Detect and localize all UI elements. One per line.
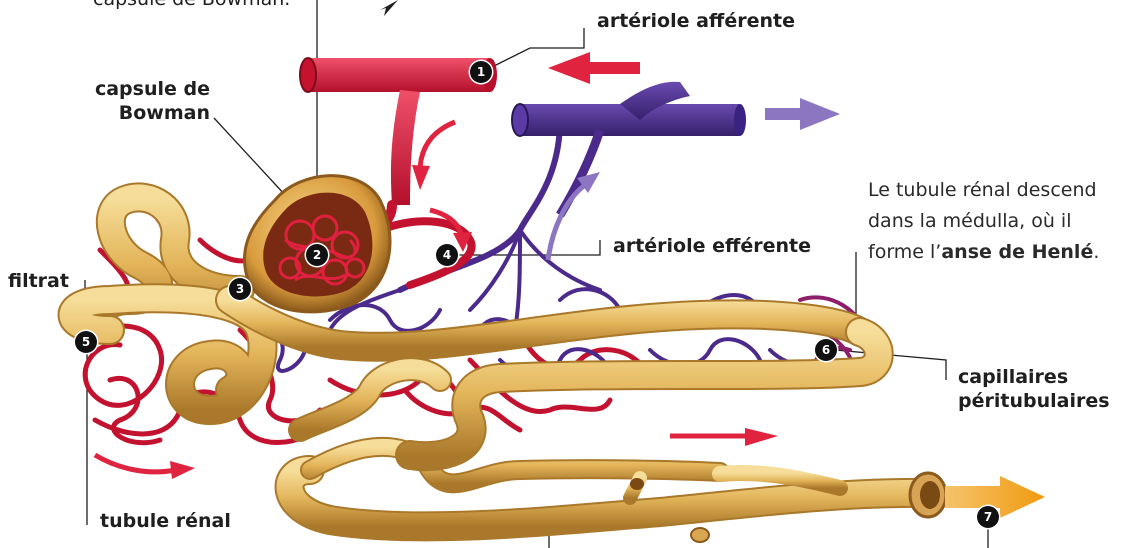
filtrat-label: filtrat [8,270,69,294]
arrow-in-afferent [548,52,640,84]
capillaires-line1: capillaires [958,366,1110,390]
badge-3: 3 [229,278,251,300]
henle-note-suffix: . [1093,241,1099,263]
arrow-curve-1-head [412,165,430,190]
collecting-duct [290,447,930,526]
duct-side-hole-2 [630,478,644,490]
leader-capsule [214,118,286,196]
henle-note-line2: dans la médulla, où il [868,206,1099,237]
arrow-out-vein [765,98,840,130]
duct-opening-inner [920,481,940,509]
capsule-de-bowman-label: capsule de Bowman [70,78,210,126]
badge-1: 1 [470,61,492,83]
henle-note-line3: forme l’anse de Henlé. [868,237,1099,268]
capsule-de-bowman-line2: Bowman [70,102,210,126]
arteriole-afferente-label: artériole afférente [597,10,795,34]
arrow-curve-1 [420,122,455,172]
badge-5: 5 [75,331,97,353]
tubule-renal-label: tubule rénal [100,510,231,534]
arrow-lower-right-head [745,428,778,446]
badge-7: 7 [977,506,999,528]
badge-6: 6 [815,339,837,361]
pointer-arrow [380,0,398,16]
capsule-de-bowman-line1: capsule de [70,78,210,102]
arrow-lower-left-head [170,461,195,479]
arrow-lower-left [95,455,175,472]
duct-side-hole [691,528,709,542]
badge-4: 4 [436,244,458,266]
henle-note: Le tubule rénal descend dans la médulla,… [868,175,1099,268]
henle-note-prefix: forme l’ [868,241,941,263]
arteriole-efferente-label: artériole efférente [613,235,811,259]
capillaires-peritubulaires-label: capillaires péritubulaires [958,366,1110,414]
henle-note-bold: anse de Henlé [941,241,1093,263]
top-fragment-label: capsule de Bowman. [93,0,290,12]
henle-note-line1: Le tubule rénal descend [868,175,1099,206]
badge-2: 2 [306,244,328,266]
capillaires-line2: péritubulaires [958,390,1110,414]
venule [512,82,746,215]
